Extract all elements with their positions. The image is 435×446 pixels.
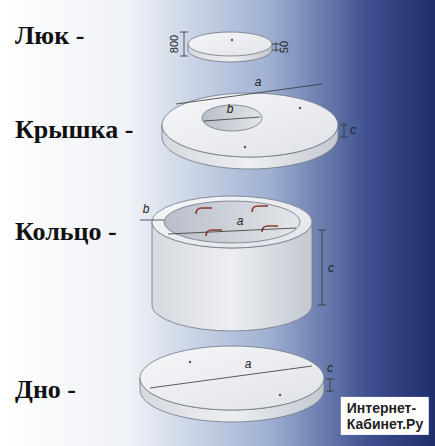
ring-inner — [164, 201, 300, 243]
ring-top — [152, 196, 312, 248]
hatch-top — [188, 32, 272, 56]
dimension-label: 50 — [278, 41, 290, 53]
dimension-label: 800 — [168, 35, 180, 53]
dimension-label: a — [255, 75, 262, 89]
part-name: Люк - — [15, 21, 84, 51]
part-name: Крышка - — [15, 115, 133, 145]
dimension-label: c — [350, 123, 356, 137]
dimension-label: c — [327, 361, 333, 375]
bottom-top — [140, 346, 324, 410]
dimension-label: b — [227, 102, 234, 116]
watermark: Интернет- Кабинет.Ру — [341, 397, 429, 435]
part-name: Дно - — [15, 375, 76, 405]
dimension-label: a — [245, 357, 252, 371]
dimension-label: b — [143, 202, 150, 216]
part-name: Кольцо - — [15, 217, 117, 247]
dimension-label: c — [328, 261, 334, 275]
dimension-label: a — [237, 214, 244, 228]
lifting-loops — [196, 206, 278, 236]
